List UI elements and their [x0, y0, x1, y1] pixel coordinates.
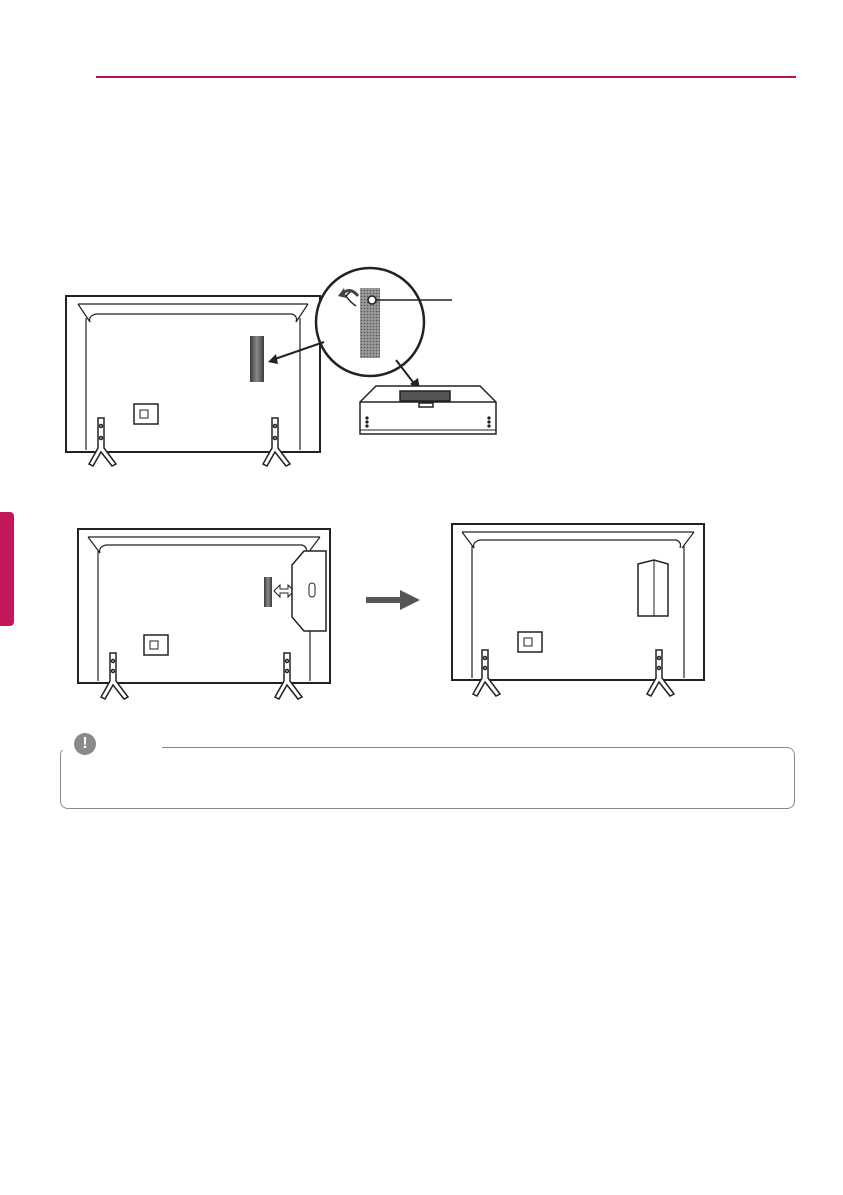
- tv-back-tape-illustration: [60, 262, 510, 472]
- set-top-box: [360, 386, 496, 434]
- tv-back-box-attached-illustration: [448, 520, 710, 700]
- note-box: [60, 747, 795, 809]
- tv-back-attaching-box-illustration: [74, 525, 336, 705]
- tv-stands: [89, 418, 290, 466]
- chapter-side-tab: [0, 512, 14, 626]
- exclamation-icon: !: [72, 731, 98, 757]
- tv-connector: [134, 404, 158, 424]
- header-rule: [96, 76, 796, 78]
- note-icon-glyph: !: [74, 733, 96, 755]
- next-step-arrow: [366, 588, 420, 612]
- arrow-to-tv: [272, 342, 324, 360]
- tape-on-tv: [250, 336, 264, 382]
